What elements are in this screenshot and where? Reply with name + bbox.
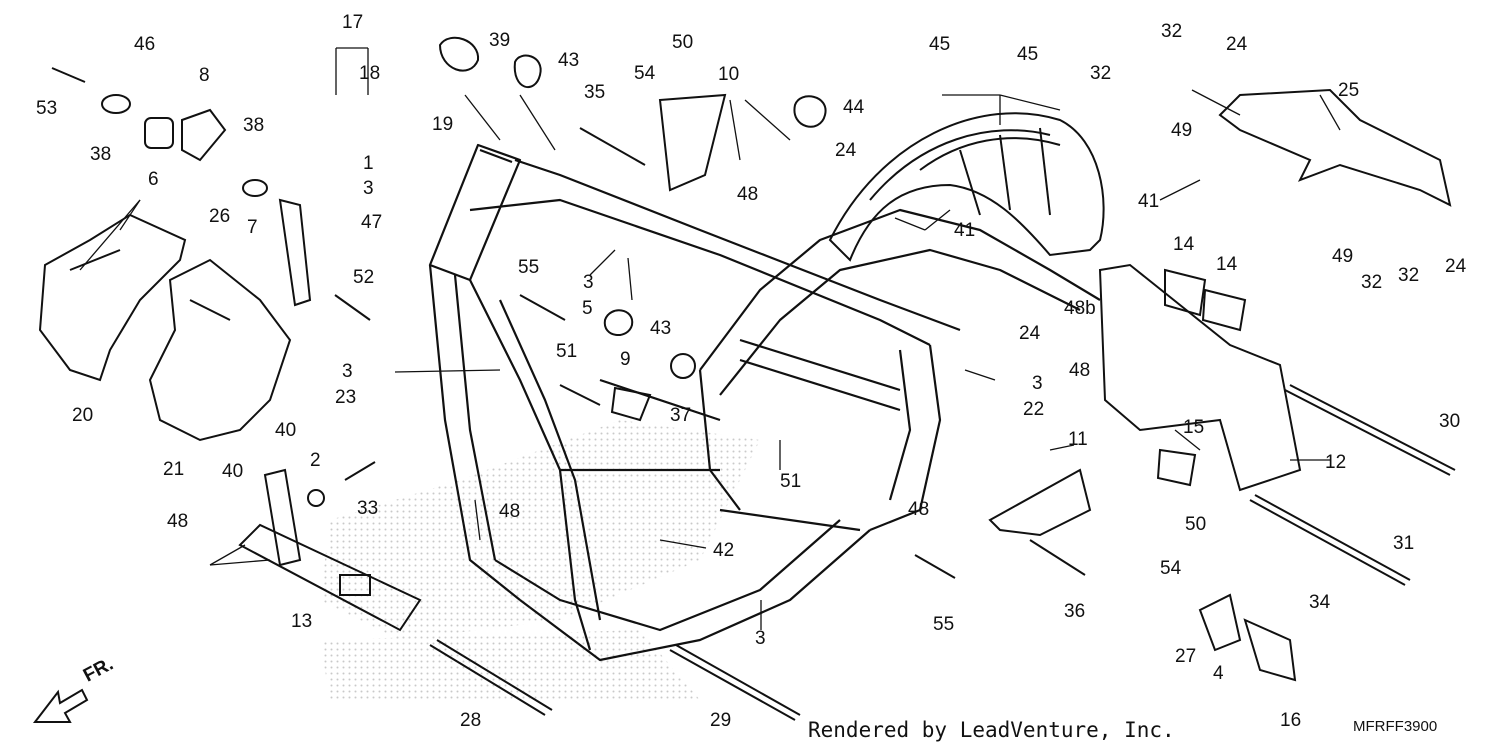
leader-lines bbox=[79, 47, 1341, 630]
callout-37: 37 bbox=[670, 405, 691, 426]
callout-45b: 45 bbox=[1017, 44, 1038, 65]
callout-35: 35 bbox=[584, 82, 605, 103]
callout-26: 26 bbox=[209, 206, 230, 227]
callout-12: 12 bbox=[1325, 452, 1346, 473]
callout-3: 3 bbox=[363, 178, 374, 199]
callout-32: 32 bbox=[1161, 21, 1182, 42]
callout-34: 34 bbox=[1309, 592, 1331, 613]
callout-15: 15 bbox=[1183, 417, 1204, 438]
callout-31: 31 bbox=[1393, 533, 1414, 554]
callout-30: 30 bbox=[1439, 411, 1460, 432]
callout-24c: 24 bbox=[1019, 323, 1041, 344]
callout-11: 11 bbox=[1068, 429, 1088, 450]
callout-32b: 32 bbox=[1090, 63, 1111, 84]
callout-19: 19 bbox=[432, 114, 453, 135]
callout-7: 7 bbox=[247, 217, 258, 238]
small-parts bbox=[101, 36, 827, 422]
callout-3e: 3 bbox=[755, 628, 766, 649]
callout-52: 52 bbox=[353, 267, 374, 288]
callout-48d: 48 bbox=[167, 511, 188, 532]
callout-33: 33 bbox=[357, 498, 378, 519]
rear-fender bbox=[828, 112, 1105, 262]
callout-54b: 54 bbox=[1160, 558, 1182, 579]
watermark bbox=[320, 420, 760, 700]
callout-55b: 55 bbox=[933, 614, 954, 635]
callout-8: 8 bbox=[199, 65, 210, 86]
callout-24b: 24 bbox=[835, 140, 857, 161]
callout-42: 42 bbox=[713, 540, 734, 561]
callout-27: 27 bbox=[1175, 646, 1196, 667]
diagram-code: MFRFF3900 bbox=[1353, 718, 1438, 735]
callout-29: 29 bbox=[710, 710, 731, 731]
callout-16: 16 bbox=[1280, 710, 1301, 731]
callout-43b: 43 bbox=[650, 318, 671, 339]
callout-14b: 14 bbox=[1216, 254, 1238, 275]
callout-5: 5 bbox=[582, 298, 593, 319]
callout-28: 28 bbox=[460, 710, 481, 731]
callout-9: 9 bbox=[620, 349, 631, 370]
callout-2: 2 bbox=[310, 450, 321, 471]
callout-32c: 32 bbox=[1361, 272, 1382, 293]
callout-55: 55 bbox=[518, 257, 539, 278]
callout-32d: 32 bbox=[1398, 265, 1419, 286]
callout-24d: 24 bbox=[1445, 256, 1467, 277]
callout-50: 50 bbox=[672, 32, 693, 53]
callout-labels: 53 46 8 38 6 38 17 18 19 39 43 50 54 10 … bbox=[36, 12, 1467, 731]
callout-4: 4 bbox=[1213, 663, 1224, 684]
callout-50b: 50 bbox=[1185, 514, 1206, 535]
callout-51b: 51 bbox=[780, 471, 801, 492]
callout-54: 54 bbox=[634, 63, 656, 84]
main-frame bbox=[428, 143, 1101, 662]
callout-49b: 49 bbox=[1332, 246, 1353, 267]
callout-21: 21 bbox=[163, 459, 184, 480]
callout-43: 43 bbox=[558, 50, 579, 71]
side-cover-21 bbox=[148, 258, 292, 442]
callout-51: 51 bbox=[556, 341, 577, 362]
render-credit: Rendered by LeadVenture, Inc. bbox=[808, 718, 1175, 742]
callout-25: 25 bbox=[1338, 80, 1359, 101]
callout-18: 18 bbox=[359, 63, 380, 84]
callout-48c: 48 bbox=[1069, 360, 1090, 381]
rear-brackets bbox=[988, 88, 1452, 682]
callout-48f: 48 bbox=[908, 499, 929, 520]
callout-38: 38 bbox=[90, 144, 111, 165]
front-arrow bbox=[32, 688, 89, 723]
callout-48e: 48 bbox=[499, 501, 520, 522]
side-cover-20 bbox=[38, 213, 187, 382]
callout-10: 10 bbox=[718, 64, 739, 85]
bolts bbox=[51, 67, 1456, 721]
callout-53: 53 bbox=[36, 98, 57, 119]
callout-48b: 48b bbox=[1064, 298, 1096, 319]
callout-49: 49 bbox=[1171, 120, 1192, 141]
callout-48: 48 bbox=[737, 184, 758, 205]
callout-24: 24 bbox=[1226, 34, 1248, 55]
callout-13: 13 bbox=[291, 611, 312, 632]
callout-40b: 40 bbox=[222, 461, 243, 482]
callout-20: 20 bbox=[72, 405, 93, 426]
callout-17: 17 bbox=[342, 12, 363, 33]
callout-45: 45 bbox=[929, 34, 950, 55]
callout-47: 47 bbox=[361, 212, 382, 233]
callout-41b: 41 bbox=[1138, 191, 1159, 212]
callout-3b: 3 bbox=[583, 272, 594, 293]
callout-3c: 3 bbox=[342, 361, 353, 382]
callout-38b: 38 bbox=[243, 115, 264, 136]
callout-14: 14 bbox=[1173, 234, 1195, 255]
callout-36: 36 bbox=[1064, 601, 1085, 622]
callout-22: 22 bbox=[1023, 399, 1044, 420]
callout-40: 40 bbox=[275, 420, 296, 441]
callout-44: 44 bbox=[843, 97, 865, 118]
callout-23: 23 bbox=[335, 387, 356, 408]
callout-46: 46 bbox=[134, 34, 155, 55]
stand-bracket bbox=[238, 468, 422, 632]
callout-3d: 3 bbox=[1032, 373, 1043, 394]
callout-6: 6 bbox=[148, 169, 159, 190]
callout-39: 39 bbox=[489, 30, 510, 51]
callout-41: 41 bbox=[954, 220, 975, 241]
callout-1: 1 bbox=[363, 153, 374, 174]
